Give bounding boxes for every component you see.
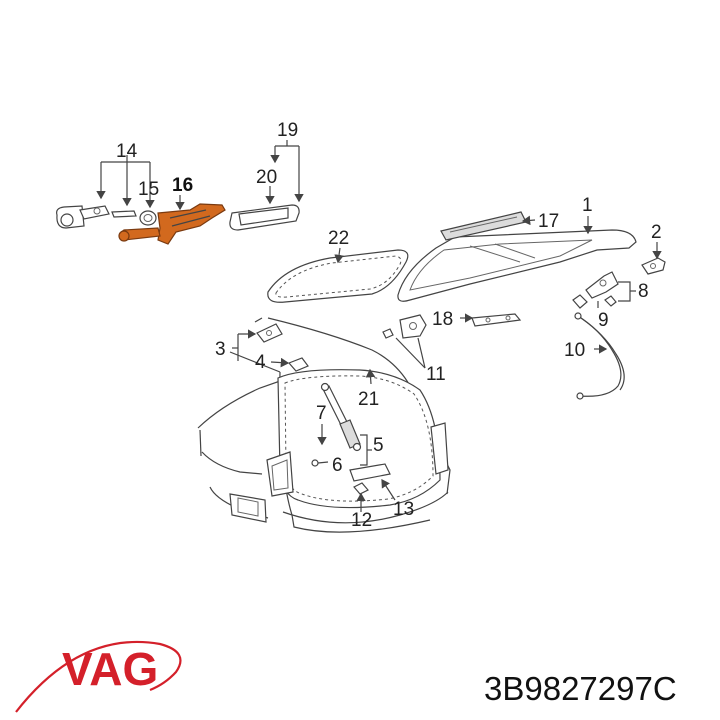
callout-21: 21 xyxy=(358,389,379,410)
callout-5-6-7-leader xyxy=(317,424,372,466)
callout-7: 7 xyxy=(316,403,327,424)
callout-15: 15 xyxy=(138,179,159,200)
part-6-ball-stud xyxy=(311,459,329,467)
callout-8-9-leader xyxy=(597,281,636,308)
callout-5: 5 xyxy=(373,435,384,456)
part-18-latch xyxy=(471,313,522,327)
part-15-washer xyxy=(139,210,157,226)
callout-17: 17 xyxy=(538,211,559,232)
callout-4: 4 xyxy=(255,352,266,373)
part-22-rear-window xyxy=(267,249,409,303)
callout-12: 12 xyxy=(351,510,372,531)
callout-22-leader xyxy=(334,247,344,264)
callout-22: 22 xyxy=(328,228,349,249)
callout-3-4-leader xyxy=(232,329,290,368)
part-number: 3B9827297C xyxy=(484,670,677,707)
part-9-screw xyxy=(572,294,617,309)
callout-13: 13 xyxy=(393,499,414,520)
callout-17-leader xyxy=(521,215,536,226)
part-14-handle-assembly xyxy=(56,205,137,229)
callout-8: 8 xyxy=(638,281,649,302)
callout-19: 19 xyxy=(277,120,298,141)
callout-12-13-leader xyxy=(356,478,396,512)
part-20-third-brake-lamp xyxy=(229,204,300,231)
callout-19-20-leader xyxy=(265,140,304,205)
callout-21-leader xyxy=(365,368,376,385)
vehicle-rear-body xyxy=(197,317,451,533)
part-13-licence-lamp xyxy=(349,463,391,482)
callout-14: 14 xyxy=(116,141,138,162)
callout-3: 3 xyxy=(215,339,226,360)
part-16-switch-highlighted xyxy=(118,203,226,245)
callout-9: 9 xyxy=(598,310,609,331)
callout-1: 1 xyxy=(582,195,593,216)
part-10-release-cable xyxy=(574,312,625,400)
callout-14-leader xyxy=(96,155,155,209)
part-3-roof-hinge xyxy=(256,323,283,343)
callout-20: 20 xyxy=(256,167,277,188)
part-7-gas-strut xyxy=(320,382,362,452)
part-12-screw xyxy=(353,482,369,495)
callout-2: 2 xyxy=(651,222,662,243)
part-4-bracket xyxy=(287,357,309,372)
brand-name: VAG xyxy=(62,643,158,695)
part-2-bracket xyxy=(641,257,666,275)
part-11-lock xyxy=(382,314,427,339)
callout-6: 6 xyxy=(332,455,343,476)
callout-16: 16 xyxy=(172,175,193,196)
callout-18: 18 xyxy=(432,309,453,330)
vag-logo: VAG xyxy=(15,640,182,713)
part-8-hinge xyxy=(585,271,619,299)
callout-11: 11 xyxy=(426,364,446,385)
part-1-tailgate xyxy=(397,229,637,302)
callout-11-leader xyxy=(395,337,426,369)
callout-10: 10 xyxy=(564,340,585,361)
